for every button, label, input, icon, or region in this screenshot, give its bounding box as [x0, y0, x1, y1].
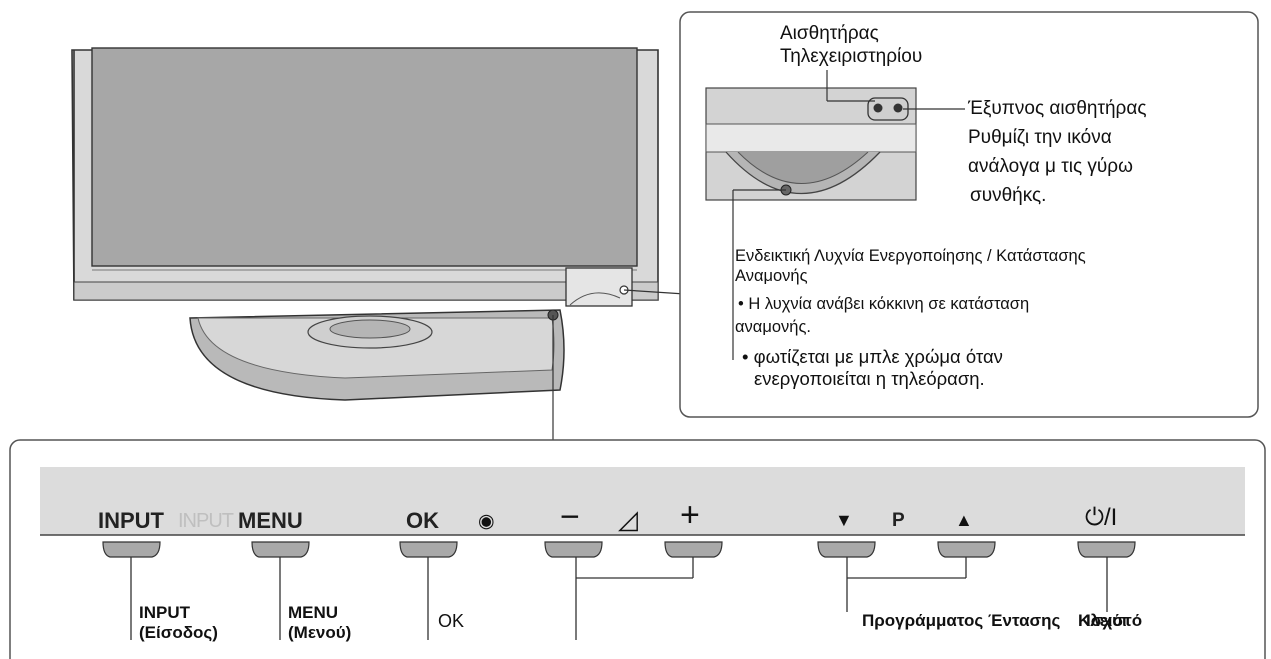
power-caption-icon: ⏻/I	[1085, 504, 1118, 531]
volume-label: Έντασης	[988, 611, 1061, 630]
physical-buttons	[102, 541, 1136, 558]
menu-button-tab	[251, 541, 310, 558]
channel-down-icon: ▼	[835, 510, 853, 530]
power-led-title: Ενδεικτική Λυχνία Ενεργοποίησης / Κατάστ…	[735, 246, 1086, 286]
program-label: Προγράμματος	[862, 611, 984, 630]
smart-sensor-line-2: Ρυθμίζι την ικόνα	[968, 127, 1112, 148]
menu-label-line-1: MENU	[288, 603, 339, 622]
input-caption: INPUT	[98, 508, 164, 533]
channel-p-caption: P	[892, 510, 905, 531]
standby-bullet: • Η λυχνία ανάβει κόκκινη σε κατάσταση α…	[735, 294, 1030, 337]
power-on-bullet-line-2: ενεργοποιείται η τηλεόραση.	[754, 368, 985, 389]
power-led-title-line-1: Ενδεικτική Λυχνία Ενεργοποίησης / Κατάστ…	[735, 247, 1086, 265]
ok-button-tab	[399, 541, 458, 558]
standby-bullet-line-2: αναμονής.	[735, 318, 811, 336]
menu-caption: MENU	[238, 508, 303, 533]
input-label: INPUT (Είσοδος)	[139, 603, 218, 643]
ok-label: OK	[438, 611, 465, 631]
input-label-line-2: (Είσοδος)	[139, 623, 218, 642]
standby-bullet-line-1: • Η λυχνία ανάβει κόκκινη σε κατάσταση	[738, 295, 1030, 313]
smart-sensor-label: Έξυπνος αισθητήρας Ρυθμίζι την ικόνα ανά…	[968, 94, 1147, 210]
power-label: Κλειστό	[1078, 611, 1143, 630]
tv-body	[71, 47, 659, 401]
power-on-bullet: • φωτίζεται με μπλε χρώμα όταν ενεργοποι…	[742, 346, 1003, 390]
volume-minus-icon: −	[560, 498, 580, 536]
power-led-title-line-2: Αναμονής	[735, 267, 808, 285]
volume-plus-icon: +	[680, 496, 700, 534]
volume-wedge-icon: ◿	[618, 504, 638, 534]
remote-sensor-line-1: Αισθητήρας	[780, 23, 879, 44]
power-on-bullet-line-1: • φωτίζεται με μπλε χρώμα όταν	[742, 346, 1003, 367]
remote-sensor-line-2: Τηλεχειριστηρίου	[780, 46, 923, 67]
input-ghost-caption: INPUT	[178, 510, 234, 532]
button-leader-lines	[130, 557, 1108, 640]
smart-sensor-line-4: συνθήκς.	[970, 185, 1047, 206]
input-label-line-1: INPUT	[139, 603, 190, 622]
leader-to-callout	[623, 289, 686, 295]
ok-caption: OK	[406, 508, 439, 533]
smart-sensor-line-3: ανάλογα μ τις γύρω	[968, 156, 1133, 177]
vol-down-button-tab	[544, 541, 603, 558]
menu-label: MENU (Μενού)	[288, 603, 351, 643]
channel-up-icon: ▲	[955, 510, 973, 530]
ch-up-button-tab	[937, 541, 996, 558]
tv-screen	[91, 47, 638, 267]
ch-down-button-tab	[817, 541, 876, 558]
power-overlap-label: Ισχύι	[1086, 611, 1127, 630]
input-button-tab	[102, 541, 161, 558]
menu-label-line-2: (Μενού)	[288, 623, 352, 642]
remote-sensor-label: Αισθητήρας Τηλεχειριστηρίου	[780, 22, 922, 68]
control-strip	[40, 467, 1245, 535]
ok-indicator-icon: ◉	[478, 511, 495, 532]
vol-up-button-tab	[664, 541, 723, 558]
zoomed-sensor	[705, 87, 917, 201]
power-button-tab	[1077, 541, 1136, 558]
smart-sensor-line-1: Έξυπνος αισθητήρας	[968, 98, 1147, 119]
